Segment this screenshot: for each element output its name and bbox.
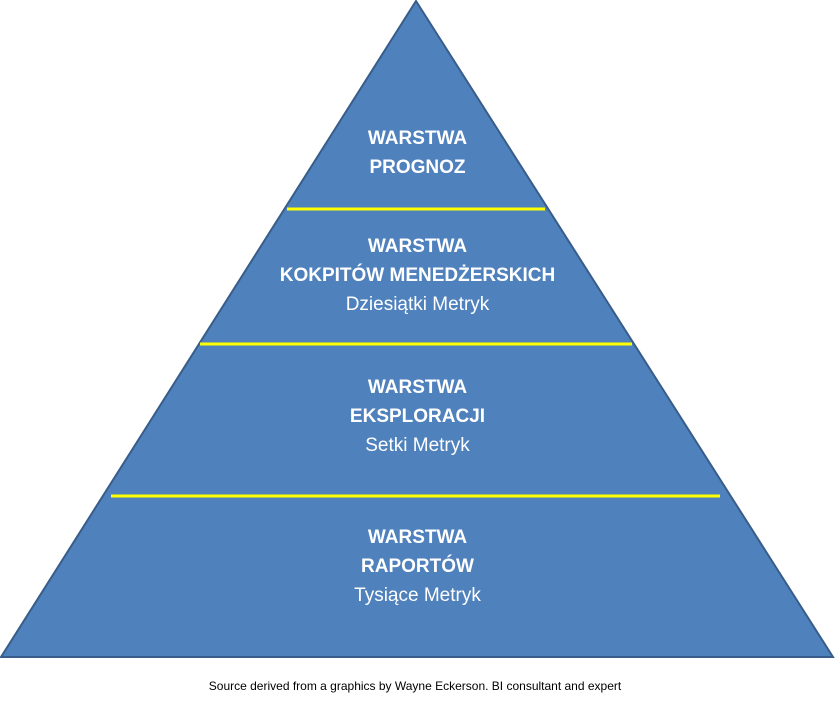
layer-subtitle: Tysiące Metryk <box>354 585 481 606</box>
layer-title-line2: KOKPITÓW MENEDŻERSKICH <box>279 265 556 286</box>
layer-subtitle: Dziesiątki Metryk <box>345 294 490 315</box>
layer-title-line2: PROGNOZ <box>369 157 466 178</box>
layer-title-line2: RAPORTÓW <box>361 556 474 577</box>
pyramid-diagram <box>0 0 835 658</box>
layer-subtitle: Setki Metryk <box>365 435 470 456</box>
layer-title-line1: WARSTWA <box>367 527 468 548</box>
layer-title-line2: EKSPLORACJI <box>349 406 486 427</box>
pyramid-shape <box>0 0 835 658</box>
layer-eksploracji: WARSTWA EKSPLORACJI Setki Metryk <box>0 373 835 460</box>
layer-kokpitow: WARSTWA KOKPITÓW MENEDŻERSKICH Dziesiątk… <box>0 232 835 319</box>
layer-title-line1: WARSTWA <box>367 377 468 398</box>
layer-title-line1: WARSTWA <box>367 128 468 149</box>
layer-raportow: WARSTWA RAPORTÓW Tysiące Metryk <box>0 523 835 610</box>
layer-prognoz: WARSTWA PROGNOZ <box>0 124 835 182</box>
source-note: Source derived from a graphics by Wayne … <box>208 679 622 693</box>
layer-title-line1: WARSTWA <box>367 236 468 257</box>
